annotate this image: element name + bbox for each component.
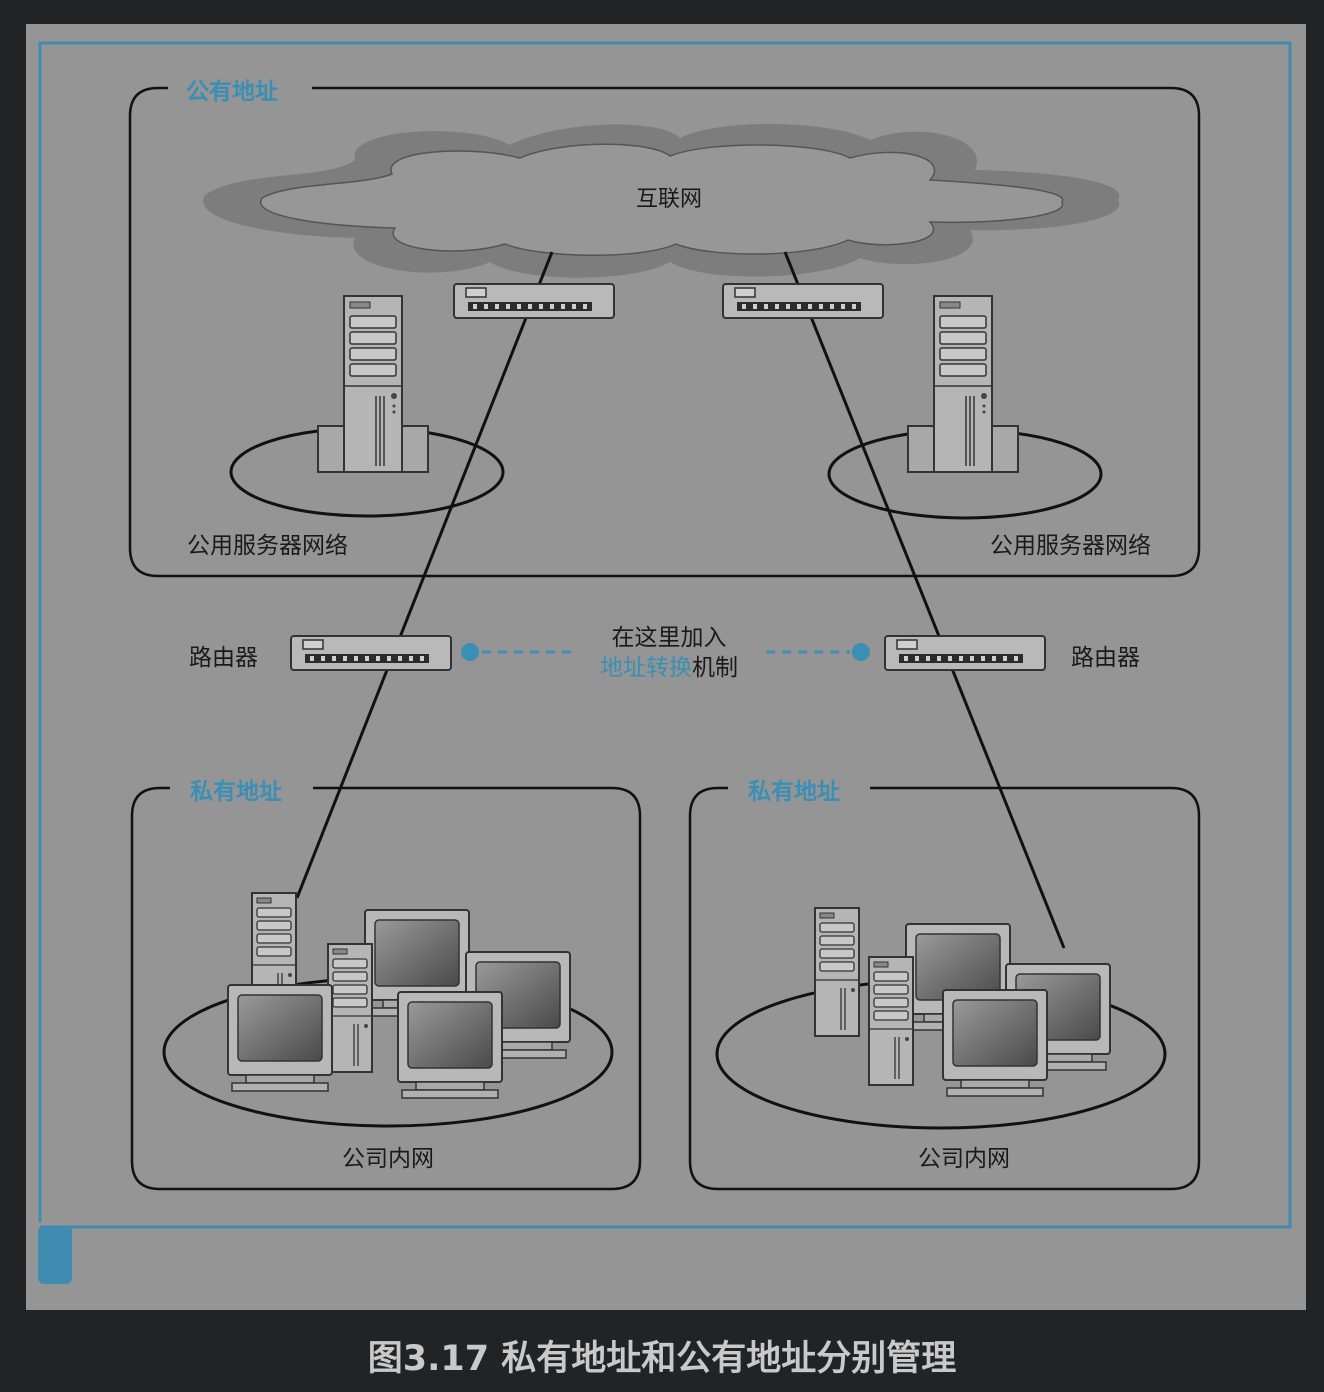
nat-note-rest: 机制 [692, 655, 738, 681]
public-server-network-left-label: 公用服务器网络 [187, 533, 348, 559]
router-top-left-icon [453, 283, 615, 319]
public-address-box [128, 86, 1201, 578]
monitor-icon [397, 991, 503, 1099]
private-address-left-title: 私有地址 [190, 778, 282, 805]
tower-icon [868, 956, 914, 1086]
internet-cloud: 互联网 [203, 123, 1120, 278]
private-address-right-title: 私有地址 [748, 778, 840, 805]
router-right-label: 路由器 [1071, 645, 1140, 671]
public-server-left-icon [317, 295, 429, 473]
private-box-left [130, 786, 642, 1191]
nat-pointer-right [766, 643, 870, 661]
public-server-right-icon [907, 295, 1019, 473]
intranet-left-label: 公司内网 [342, 1146, 434, 1172]
router-top-right-icon [722, 283, 884, 319]
nat-note-highlight: 地址转换 [600, 655, 692, 681]
tower-icon [814, 907, 860, 1037]
frame-tab [38, 1226, 72, 1284]
public-address-title: 公有地址 [186, 78, 278, 105]
monitor-icon [227, 984, 333, 1092]
router-left-label: 路由器 [189, 645, 258, 671]
intranet-right-label: 公司内网 [918, 1146, 1010, 1172]
nat-router-right-icon [884, 635, 1046, 671]
nat-note-line1: 在这里加入 [612, 625, 727, 651]
internet-label: 互联网 [636, 187, 702, 212]
private-box-right [688, 786, 1201, 1191]
public-server-network-right-label: 公用服务器网络 [990, 533, 1151, 559]
nat-router-left-icon [290, 635, 452, 671]
intranet-left-computers [227, 892, 571, 1099]
intranet-right-computers [814, 907, 1111, 1097]
tower-icon [327, 943, 373, 1073]
nat-note-line2: 地址转换机制 [600, 655, 738, 681]
monitor-icon [942, 989, 1048, 1097]
connection-lines [295, 251, 1066, 949]
nat-pointer-left [461, 643, 572, 661]
figure-caption: 图3.17 私有地址和公有地址分别管理 [367, 1339, 957, 1379]
